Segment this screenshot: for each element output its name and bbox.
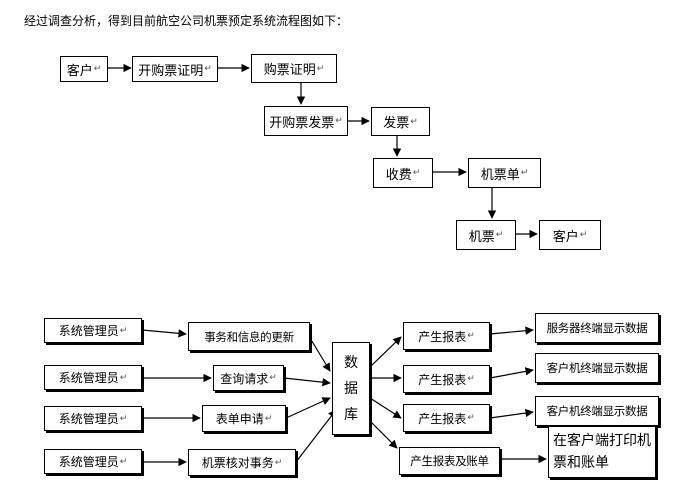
output-box-client-display-1: 客户机终端显示数据: [535, 353, 659, 383]
action-box-form-request: 表单申请↵: [202, 405, 286, 432]
invoice-box: 发票↵: [371, 107, 430, 136]
database-box: 数 据 库: [332, 342, 370, 435]
customer-start-box: 客户↵: [60, 56, 108, 82]
admin-box-2: 系统管理员↵: [44, 365, 142, 390]
output-box-print: 在客户端打印机票和账单: [548, 426, 656, 478]
admin-box-1: 系统管理员↵: [44, 318, 142, 343]
issue-ticket-box: 开购票发票↵: [264, 106, 348, 136]
database-char-2: 据: [344, 380, 358, 397]
arrow-db-to-report-1: [369, 336, 402, 368]
customer-end-box: 客户↵: [539, 220, 601, 250]
admin-box-4: 系统管理员↵: [44, 449, 142, 474]
output-box-client-display-2: 客户机终端显示数据: [535, 396, 659, 426]
output-box-server-display: 服务器终端显示数据: [535, 313, 659, 343]
database-char-3: 库: [344, 406, 358, 423]
arrow-action-3-to-db: [285, 397, 331, 419]
action-box-query: 查询请求↵: [213, 365, 284, 391]
admin-box-3: 系统管理员↵: [44, 406, 142, 431]
arrow-action-4-to-db: [295, 409, 337, 463]
intro-text: 经过调查分析，得到目前航空公司机票预定系统流程图如下：: [24, 14, 349, 28]
arrow-db-to-report-3: [369, 397, 402, 419]
database-char-1: 数: [344, 354, 358, 371]
report-box-3: 产生报表↵: [403, 404, 490, 432]
arrow-action-2-to-db: [283, 377, 331, 387]
arrow-action-1-to-db: [309, 337, 331, 372]
arrow-report-3-to-output-3: [489, 408, 534, 419]
arrow-report-2-to-output-2: [489, 367, 534, 379]
action-box-ticket-check: 机票核对事务↵: [188, 449, 296, 476]
ticket-form-box: 机票单↵: [468, 158, 541, 188]
collect-fee-box: 收费↵: [373, 158, 433, 188]
ticket-box: 机票↵: [456, 220, 516, 250]
report-box-1: 产生报表↵: [403, 322, 490, 350]
arrow-report-1-to-output-1: [489, 326, 534, 335]
report-box-2: 产生报表↵: [403, 365, 490, 393]
open-receipt-box: 开购票证明↵: [132, 56, 218, 82]
arrow-db-to-report-4: [369, 420, 398, 449]
receipt-box: 购票证明↵: [251, 54, 337, 83]
arrow-admin-1-to-action-1: [141, 329, 187, 338]
report-box-4: 产生报表及账单: [399, 447, 500, 475]
action-box-update: 事务和信息的更新: [188, 322, 310, 351]
